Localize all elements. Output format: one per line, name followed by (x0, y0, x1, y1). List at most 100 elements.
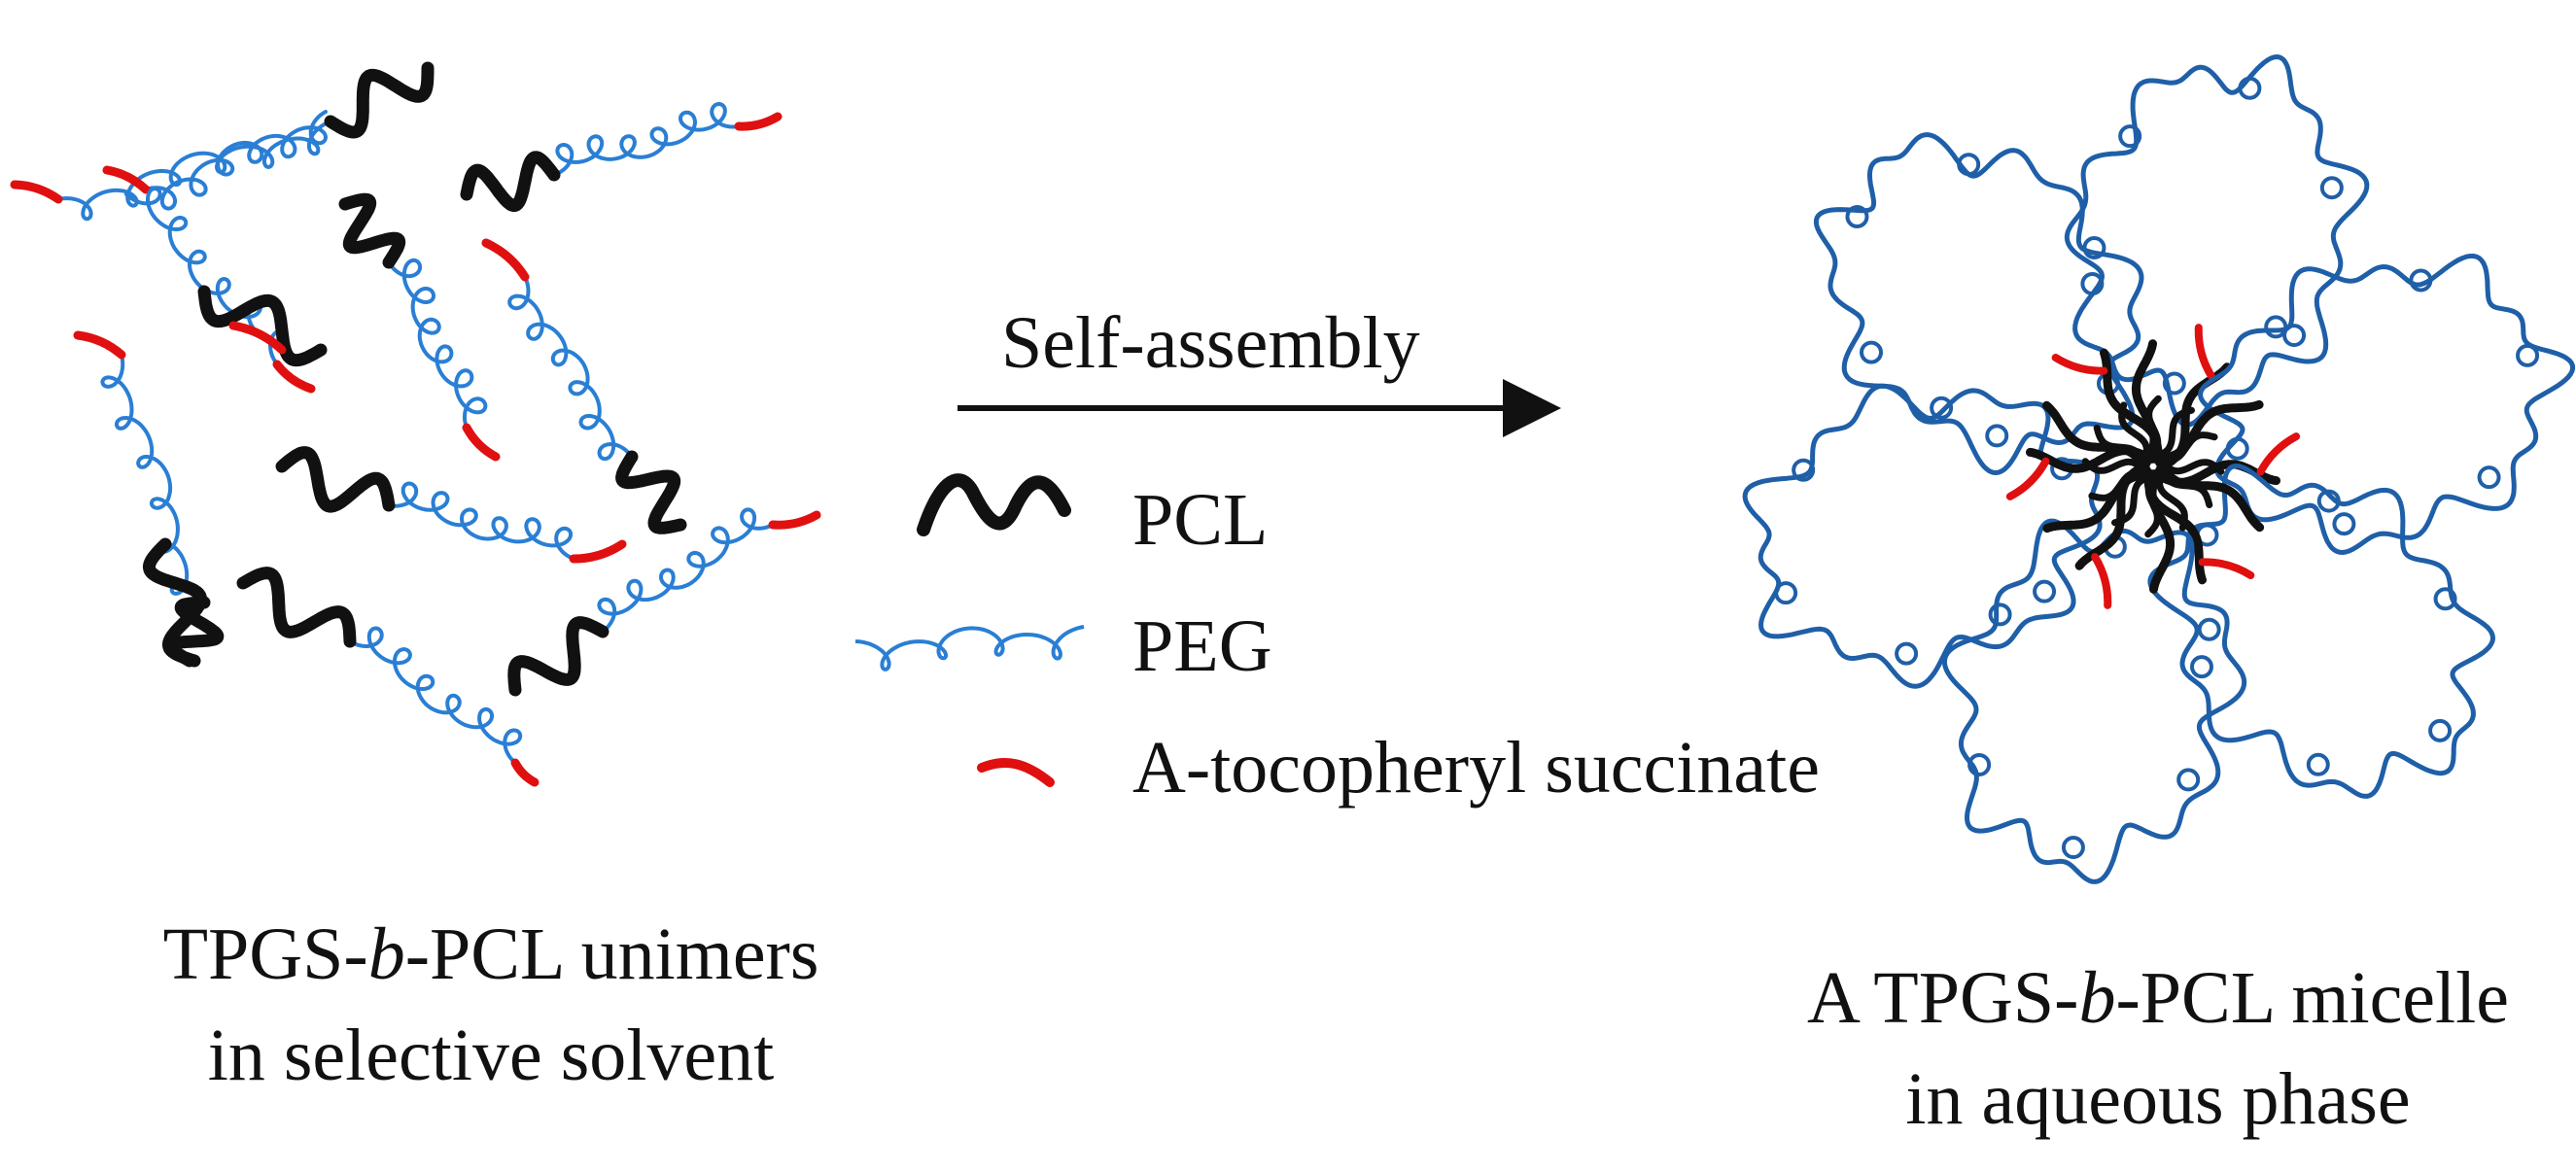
peg-loop (2238, 76, 2262, 100)
peg-loop (1957, 153, 1981, 177)
caption-left-line2: in selective solvent (207, 1015, 775, 1096)
tocopheryl-segment (2194, 324, 2215, 380)
tocopheryl-segment (2091, 553, 2112, 609)
pcl-core-block (2144, 395, 2162, 462)
self-assembly-arrow: Self-assembly (957, 302, 1561, 437)
peg-loop (2033, 579, 2057, 603)
tocopheryl-end (272, 360, 316, 394)
legend-label-pcl: PCL (1132, 479, 1268, 561)
tocopheryl-segment (2051, 354, 2108, 375)
peg-loop (2162, 371, 2186, 396)
pcl-core-block (2146, 399, 2264, 464)
peg-loop (2082, 236, 2106, 259)
pcl-core-block (2041, 400, 2152, 477)
pcl-core-block (2154, 431, 2218, 464)
peg-loop (2061, 836, 2085, 860)
pcl-block (197, 285, 328, 367)
peg-loop (1845, 205, 1869, 229)
peg-loop (2516, 343, 2540, 367)
peg-loop (1988, 603, 2012, 627)
legend-item-peg: PEG (854, 605, 1272, 687)
peg-loop (2176, 768, 2201, 792)
peg-loop (2316, 489, 2341, 513)
tocopheryl-swatch (977, 758, 1055, 787)
peg-chain (144, 110, 328, 211)
peg-chain (597, 507, 775, 634)
peg-loop (1930, 396, 1954, 420)
caption-right-suffix: -PCL micelle (2115, 957, 2509, 1039)
pcl-block (236, 567, 357, 648)
pcl-core-block (2158, 458, 2225, 475)
legend: PCL PEG A-tocopheryl succinate (854, 473, 1820, 809)
pcl-core-block (2154, 456, 2265, 533)
micelle-group (1742, 54, 2576, 884)
peg-loop (1895, 641, 1919, 666)
peg-chain (552, 102, 741, 177)
tocopheryl-end (510, 758, 540, 787)
tocopheryl-end (734, 112, 783, 131)
tocopheryl-end (228, 321, 287, 355)
peg-loop (2197, 617, 2221, 641)
peg-loop (2225, 436, 2249, 461)
peg-loop (2319, 176, 2344, 200)
peg-loop (1792, 458, 1816, 482)
pcl-core-block (2111, 472, 2157, 527)
tocopheryl-end (73, 330, 126, 360)
peg-corona-lobe (1941, 518, 2247, 884)
peg-chain (348, 626, 523, 765)
pcl-core-block (2118, 401, 2150, 465)
pcl-block (275, 446, 396, 513)
peg-loop (2332, 512, 2356, 536)
peg-loop (1860, 340, 1883, 364)
pcl-block (615, 450, 687, 534)
pcl-core-block (2093, 425, 2147, 470)
pcl-core-block (2159, 463, 2213, 508)
pcl-core-block (2081, 458, 2148, 475)
caption-left-prefix: TPGS- (162, 913, 368, 995)
tocopheryl-end (102, 165, 151, 194)
peg-loop (2306, 752, 2330, 776)
pcl-core-block (2042, 469, 2160, 534)
peg-chain (387, 258, 488, 430)
pcl-block (338, 192, 406, 269)
pcl-core-block (2156, 467, 2188, 532)
caption-left-suffix: -PCL unimers (404, 913, 819, 995)
peg-loop (2428, 718, 2453, 742)
peg-swatch (854, 625, 1085, 672)
peg-loop (1774, 581, 1798, 605)
caption-right-italic: b (2078, 957, 2116, 1039)
tocopheryl-end (481, 238, 530, 282)
caption-unimers: TPGS-b-PCL unimers in selective solvent (0, 904, 982, 1106)
peg-loop (2118, 124, 2142, 149)
pcl-core-block (2088, 469, 2152, 501)
peg-loop (1985, 424, 2009, 448)
peg-corona-lobe (1742, 383, 2103, 689)
pcl-block (507, 616, 609, 697)
peg-chain (100, 353, 206, 604)
tocopheryl-segment (2256, 432, 2301, 476)
tocopheryl-end (462, 423, 501, 462)
tocopheryl-end (768, 510, 821, 530)
arrow-label: Self-assembly (1001, 302, 1420, 384)
pcl-swatch (917, 473, 1071, 536)
legend-item-tocopheryl: A-tocopheryl succinate (977, 727, 1820, 809)
pcl-core-block (2149, 406, 2195, 461)
tocopheryl-segment (2198, 558, 2255, 579)
peg-chain (387, 481, 575, 561)
pcl-block (324, 61, 435, 139)
peg-corona-lobe (1813, 132, 2144, 475)
unimers-group (10, 61, 821, 787)
peg-loop (2080, 272, 2105, 296)
tocopheryl-end (10, 180, 63, 204)
pcl-block (460, 151, 561, 212)
peg-loop (2189, 655, 2213, 679)
pcl-block (142, 537, 208, 668)
caption-right-prefix: A TPGS- (1806, 957, 2079, 1039)
peg-loop (1967, 753, 1992, 777)
caption-right-line2: in aqueous phase (1905, 1058, 2411, 1140)
peg-loop (2409, 268, 2433, 293)
tocopheryl-segment (2005, 457, 2050, 500)
legend-label-tocopheryl: A-tocopheryl succinate (1132, 727, 1820, 809)
pcl-core-block (2147, 464, 2176, 594)
legend-label-peg: PEG (1132, 605, 1272, 687)
